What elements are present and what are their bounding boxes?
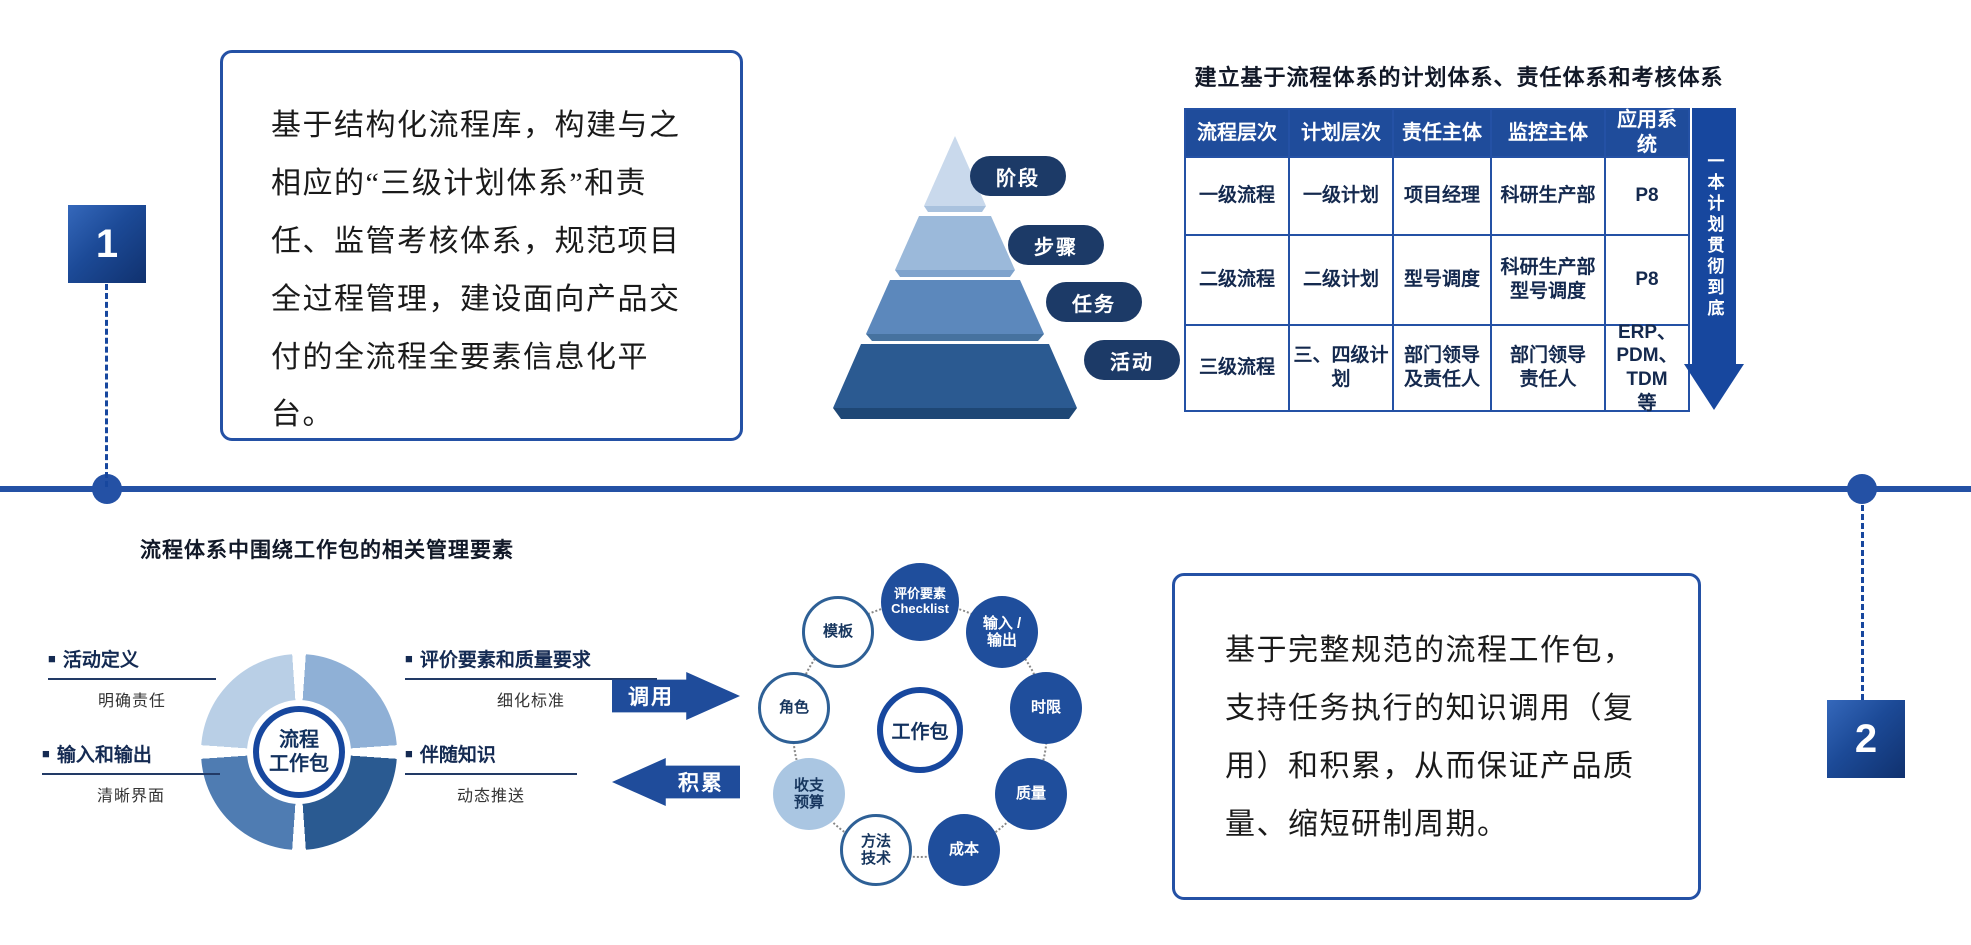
quadrant-heading-text: 评价要素和质量要求 (419, 650, 591, 671)
quadrant-label-evaluation-quality: ■ 评价要素和质量要求 细化标准 (405, 645, 657, 711)
quadrant-heading-text: 输入和输出 (56, 745, 152, 766)
table-cell: ERP、 PDM、TDM 等 (1606, 322, 1690, 414)
table-title: 建立基于流程体系的计划体系、责任体系和考核体系 (1194, 65, 1724, 90)
quadrant-subtext: 细化标准 (496, 693, 565, 710)
pyramid-graphic (833, 136, 1077, 419)
quadrant-heading: ■ 输入和输出 (42, 740, 220, 767)
table-cell: 项目经理 (1394, 158, 1492, 236)
ring-node-quality: 质量 (995, 758, 1067, 830)
table-cell: 一级流程 (1186, 158, 1290, 236)
pyramid-label-step: 步骤 (1008, 225, 1104, 265)
timeline-divider (0, 486, 1971, 492)
pyramid-label-activity: 活动 (1084, 340, 1180, 380)
table-cell: 二级计划 (1290, 236, 1394, 326)
table-cell: 科研生产部 型号调度 (1492, 236, 1606, 326)
pyramid-layer-1 (924, 136, 986, 206)
quadrant-label-input-output: ■ 输入和输出 清晰界面 (42, 740, 220, 806)
quadrant-label-accompanying-knowledge: ■ 伴随知识 动态推送 (405, 740, 577, 806)
quadrant-heading: ■ 活动定义 (48, 645, 216, 672)
pyramid-layer-1-edge (924, 206, 986, 212)
table-header-cell: 计划层次 (1290, 110, 1394, 158)
table-cell: 部门领导 责任人 (1492, 326, 1606, 412)
underline-rule (48, 678, 216, 680)
quadrant-subtext: 明确责任 (97, 693, 166, 710)
quadrant-heading: ■ 伴随知识 (405, 740, 577, 767)
pyramid-layer-4 (833, 344, 1077, 408)
plan-table: 流程层次 计划层次 责任主体 监控主体 应用系统 一级流程 一级计划 项目经理 … (1184, 108, 1690, 414)
summary-box-2: 基于完整规范的流程工作包，支持任务执行的知识调用（复用）和积累，从而保证产品质量… (1172, 573, 1701, 900)
summary-text-2: 基于完整规范的流程工作包，支持任务执行的知识调用（复用）和积累，从而保证产品质量… (1225, 634, 1635, 841)
table-cell: 一级计划 (1290, 158, 1394, 236)
side-banner: 一本计划贯彻到底 (1692, 108, 1736, 364)
work-package-ring: 工作包 评价要素 Checklist 输入 / 输出 时限 质量 成本 方法 技… (750, 560, 1090, 900)
ring-node-template: 模板 (802, 596, 874, 668)
ring-node-role: 角色 (758, 672, 830, 744)
table-cell: 二级流程 (1186, 236, 1290, 326)
quadrant-label-activity-definition: ■ 活动定义 明确责任 (48, 645, 216, 711)
step-1-badge: 1 (68, 205, 146, 283)
ring-node-evaluation-checklist: 评价要素 Checklist (881, 563, 959, 641)
ring-node-budget: 收支 预算 (773, 758, 845, 830)
side-banner-text: 一本计划贯彻到底 (1704, 152, 1724, 320)
quadrant-subtext: 动态推送 (456, 788, 525, 805)
pyramid-label-stage: 阶段 (970, 156, 1066, 196)
pyramid-diagram: 阶段 步骤 任务 活动 (820, 128, 1220, 458)
table-header-cell: 流程层次 (1186, 110, 1290, 158)
underline-rule (405, 773, 577, 775)
step-2-badge: 2 (1827, 700, 1905, 778)
pyramid-layer-3 (866, 280, 1044, 334)
section-2-title: 流程体系中围绕工作包的相关管理要素 (140, 539, 514, 562)
underline-rule (405, 678, 657, 680)
invoke-arrow-label: 调用 (628, 686, 674, 709)
ring-node-method-technique: 方法 技术 (840, 814, 912, 886)
table-cell: 三级流程 (1186, 326, 1290, 412)
square-bullet-icon: ■ (42, 746, 50, 761)
hub-center-label: 流程 工作包 (253, 706, 345, 798)
table-cell: P8 (1606, 236, 1690, 326)
square-bullet-icon: ■ (405, 746, 413, 761)
pyramid-label-task: 任务 (1046, 282, 1142, 322)
table-cell: P8 (1606, 158, 1690, 236)
underline-rule (42, 773, 220, 775)
ring-node-input-output: 输入 / 输出 (966, 596, 1038, 668)
table-cell: 三、四级计划 (1290, 326, 1394, 412)
quadrant-subtext: 清晰界面 (96, 788, 165, 805)
pyramid-layer-3-edge (866, 334, 1044, 341)
pyramid-layer-2-edge (895, 270, 1015, 277)
quadrant-heading-text: 活动定义 (62, 650, 139, 671)
dashed-connector-2 (1861, 505, 1864, 700)
down-arrow-icon (1684, 364, 1744, 410)
dashed-connector-1 (105, 284, 108, 487)
summary-box-1: 基于结构化流程库，构建与之相应的“三级计划体系”和责任、监管考核体系，规范项目全… (220, 50, 743, 441)
timeline-node-2 (1847, 474, 1877, 504)
pyramid-layer-2 (895, 216, 1015, 270)
table-cell: 部门领导 及责任人 (1394, 326, 1492, 412)
table-cell: 科研生产部 (1492, 158, 1606, 236)
table-header-cell: 责任主体 (1394, 110, 1492, 158)
square-bullet-icon: ■ (48, 651, 56, 666)
work-package-hub: 流程 工作包 (201, 654, 397, 850)
ring-node-cost: 成本 (928, 814, 1000, 886)
square-bullet-icon: ■ (405, 651, 413, 666)
summary-text-1: 基于结构化流程库，构建与之相应的“三级计划体系”和责任、监管考核体系，规范项目全… (271, 109, 681, 432)
table-cell: 型号调度 (1394, 236, 1492, 326)
table-header-cell: 监控主体 (1492, 110, 1606, 158)
pyramid-layer-4-edge (833, 408, 1077, 419)
ring-center-label: 工作包 (877, 687, 963, 773)
accumulate-arrow-label: 积累 (678, 772, 724, 795)
ring-node-time-limit: 时限 (1010, 672, 1082, 744)
quadrant-heading: ■ 评价要素和质量要求 (405, 645, 657, 672)
table-header-cell: 应用系统 (1606, 109, 1690, 158)
quadrant-heading-text: 伴随知识 (419, 745, 496, 766)
accumulate-arrow: 积累 (612, 758, 740, 806)
